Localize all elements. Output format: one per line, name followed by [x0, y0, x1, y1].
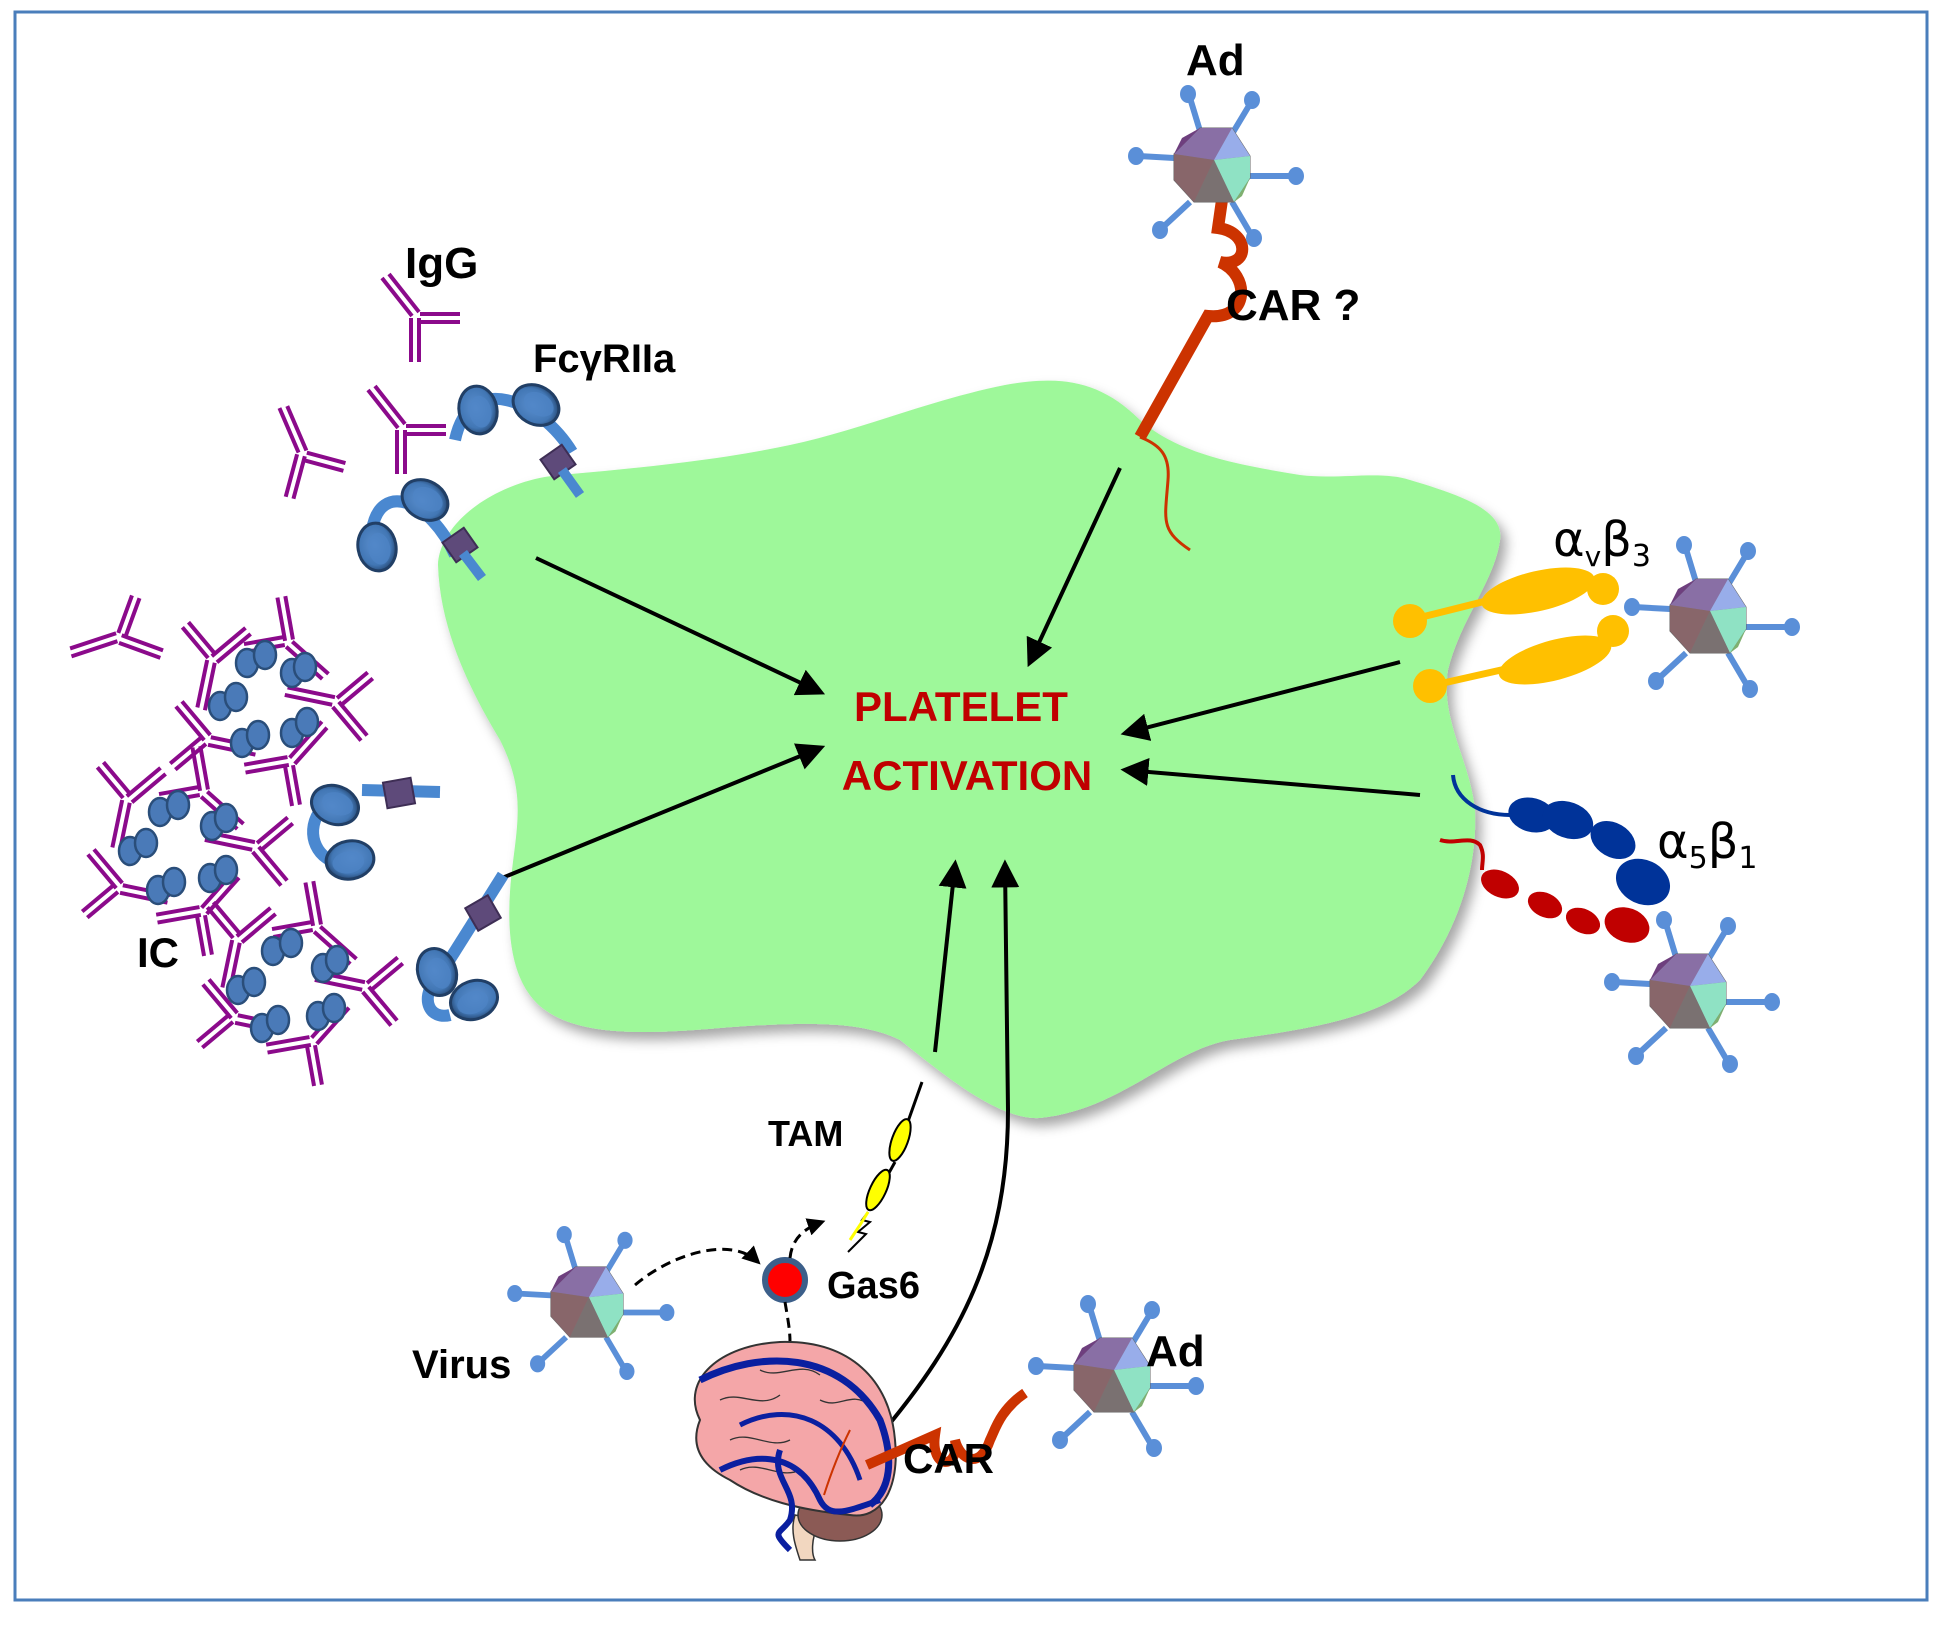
- center-label-activation: ACTIVATION: [842, 752, 1092, 799]
- label-car-question: CAR ?: [1226, 281, 1360, 330]
- label-avb3-beta-sub: 3: [1632, 539, 1651, 574]
- label-a5b1-beta-sub: 1: [1738, 841, 1757, 876]
- label-car-bottom: CAR: [903, 1435, 994, 1482]
- label-avb3-beta: β: [1601, 512, 1632, 568]
- label-a5b1-beta: β: [1708, 814, 1739, 870]
- platelet-body: [438, 380, 1501, 1119]
- label-virus: Virus: [412, 1343, 511, 1387]
- arrow-a5b1: [1120, 757, 1421, 797]
- label-a5b1: α5β1: [1657, 814, 1757, 876]
- dashed-line-gas6-brain: [783, 1301, 792, 1343]
- label-ad-top: Ad: [1186, 36, 1245, 85]
- arrow-fcgriia-igg: [535, 556, 826, 696]
- label-fcgriia: FcγRIIa: [533, 337, 676, 381]
- gas6-ligand: [762, 1257, 808, 1303]
- activation-arrows: [501, 467, 1421, 1435]
- fcgriia-receptor-3: [304, 776, 441, 885]
- label-a5b1-alpha-sub: 5: [1689, 841, 1708, 876]
- dashed-arrow-gas6-tam: [788, 1218, 826, 1259]
- arrow-tam: [933, 859, 967, 1053]
- label-avb3-alpha-sub: v: [1585, 540, 1602, 573]
- label-ic: IC: [137, 929, 179, 976]
- car-receptor-top: [1134, 199, 1249, 552]
- brain-illustration: [693, 1340, 897, 1561]
- integrin-a5b1: [1439, 774, 1671, 943]
- arrow-car-brain: [880, 859, 1020, 1435]
- fcgriia-receptor-1: [449, 375, 585, 498]
- arrow-fcgriia-ic: [501, 743, 826, 880]
- label-avb3-alpha: α: [1553, 512, 1585, 568]
- dashed-arrow-virus-gas6: [634, 1245, 761, 1287]
- label-a5b1-alpha: α: [1657, 814, 1689, 870]
- label-avb3: αvβ3: [1553, 512, 1651, 574]
- arrow-car-top: [1026, 467, 1122, 668]
- arrow-avb3: [1120, 660, 1401, 741]
- fcgriia-receptor-2: [352, 470, 486, 582]
- label-gas6: Gas6: [827, 1265, 920, 1307]
- tam-receptor: [847, 1081, 924, 1253]
- integrin-avb3: [1393, 567, 1629, 703]
- center-label-platelet: PLATELET: [854, 683, 1068, 730]
- car-receptor-bottom: [864, 1388, 1028, 1470]
- label-ad-bottom: Ad: [1146, 1327, 1205, 1376]
- label-tam: TAM: [768, 1113, 843, 1154]
- fcgriia-receptor-4: [409, 871, 509, 1028]
- label-igg: IgG: [405, 239, 478, 288]
